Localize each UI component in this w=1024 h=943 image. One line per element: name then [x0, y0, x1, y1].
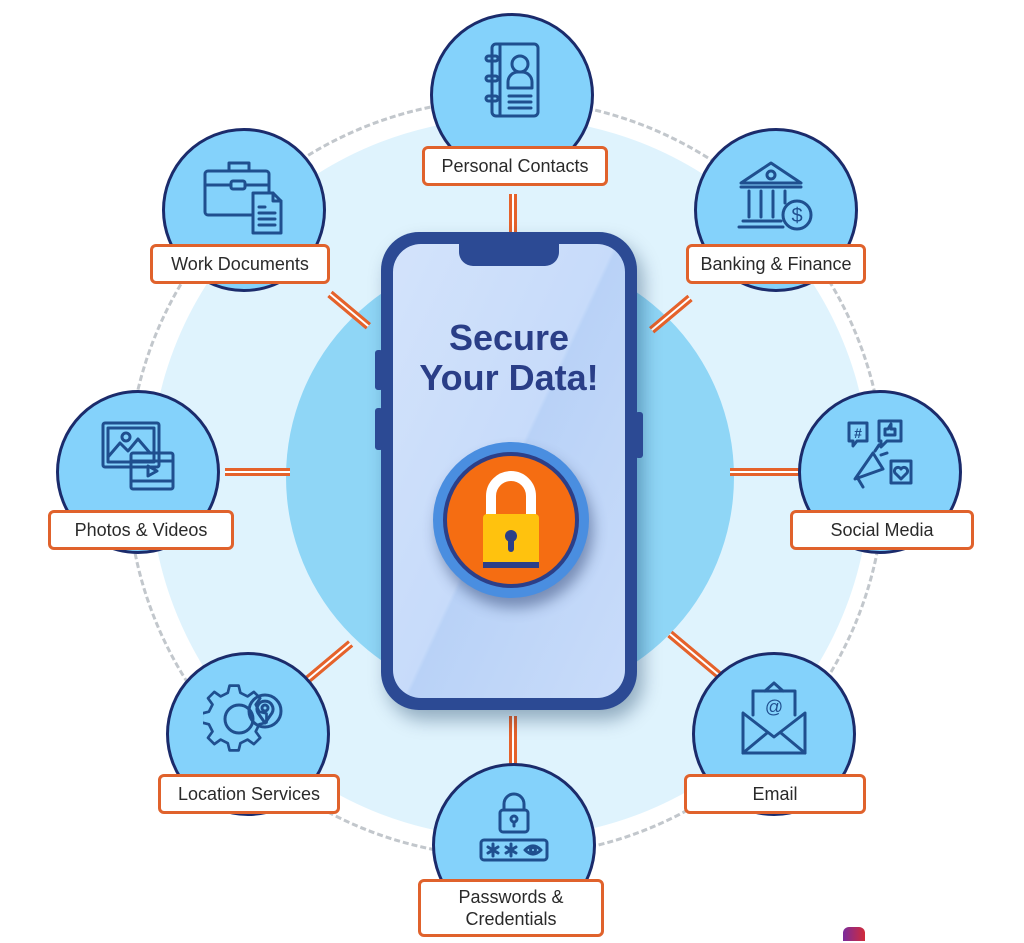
node-label: Personal Contacts [422, 146, 608, 186]
phone-screen: Secure Your Data! [393, 244, 625, 698]
headline-line-1: Secure [448, 317, 570, 358]
brand-logo-icon [843, 927, 865, 941]
connector-social-media [730, 468, 800, 476]
svg-text:@: @ [765, 697, 783, 717]
node-label: Work Documents [150, 244, 330, 284]
svg-text:$: $ [791, 205, 802, 227]
briefcase-document-icon [203, 161, 283, 235]
connector-photos [225, 468, 290, 476]
node-work-documents: Work Documents [150, 128, 334, 308]
node-label: Location Services [158, 774, 340, 814]
lock-badge [433, 442, 589, 598]
phone-volume-button [375, 350, 383, 390]
node-personal-contacts: Personal Contacts [422, 13, 608, 193]
node-label: Email [684, 774, 866, 814]
node-email: @ Email [684, 652, 866, 832]
phone-power-button [635, 412, 643, 458]
headline: Secure Your Data! [393, 318, 625, 398]
password-lock-icon [479, 792, 549, 862]
node-passwords-credentials: Passwords & Credentials [418, 763, 604, 943]
svg-text:#: # [854, 425, 862, 441]
node-label: Passwords & Credentials [418, 879, 604, 937]
headline-line-2: Your Data! [419, 357, 599, 398]
bank-dollar-icon: $ [737, 161, 813, 231]
smartphone: Secure Your Data! [375, 232, 643, 710]
photo-video-icon [101, 421, 175, 491]
node-label: Social Media [790, 510, 974, 550]
envelope-at-icon: @ [741, 681, 807, 755]
gear-location-icon [203, 684, 283, 752]
node-location-services: Location Services [158, 652, 340, 832]
padlock-icon [483, 471, 539, 568]
lock-badge-inner [443, 452, 579, 588]
address-book-icon [484, 42, 540, 118]
phone-volume-button [375, 408, 383, 450]
node-label: Photos & Videos [48, 510, 234, 550]
phone-notch [459, 244, 559, 266]
node-banking-finance: $ Banking & Finance [686, 128, 866, 308]
node-label: Banking & Finance [686, 244, 866, 284]
connector-passwords [509, 716, 517, 766]
megaphone-social-icon: # [847, 419, 913, 489]
node-photos-videos: Photos & Videos [48, 390, 234, 570]
node-social-media: # Social Media [790, 390, 974, 570]
